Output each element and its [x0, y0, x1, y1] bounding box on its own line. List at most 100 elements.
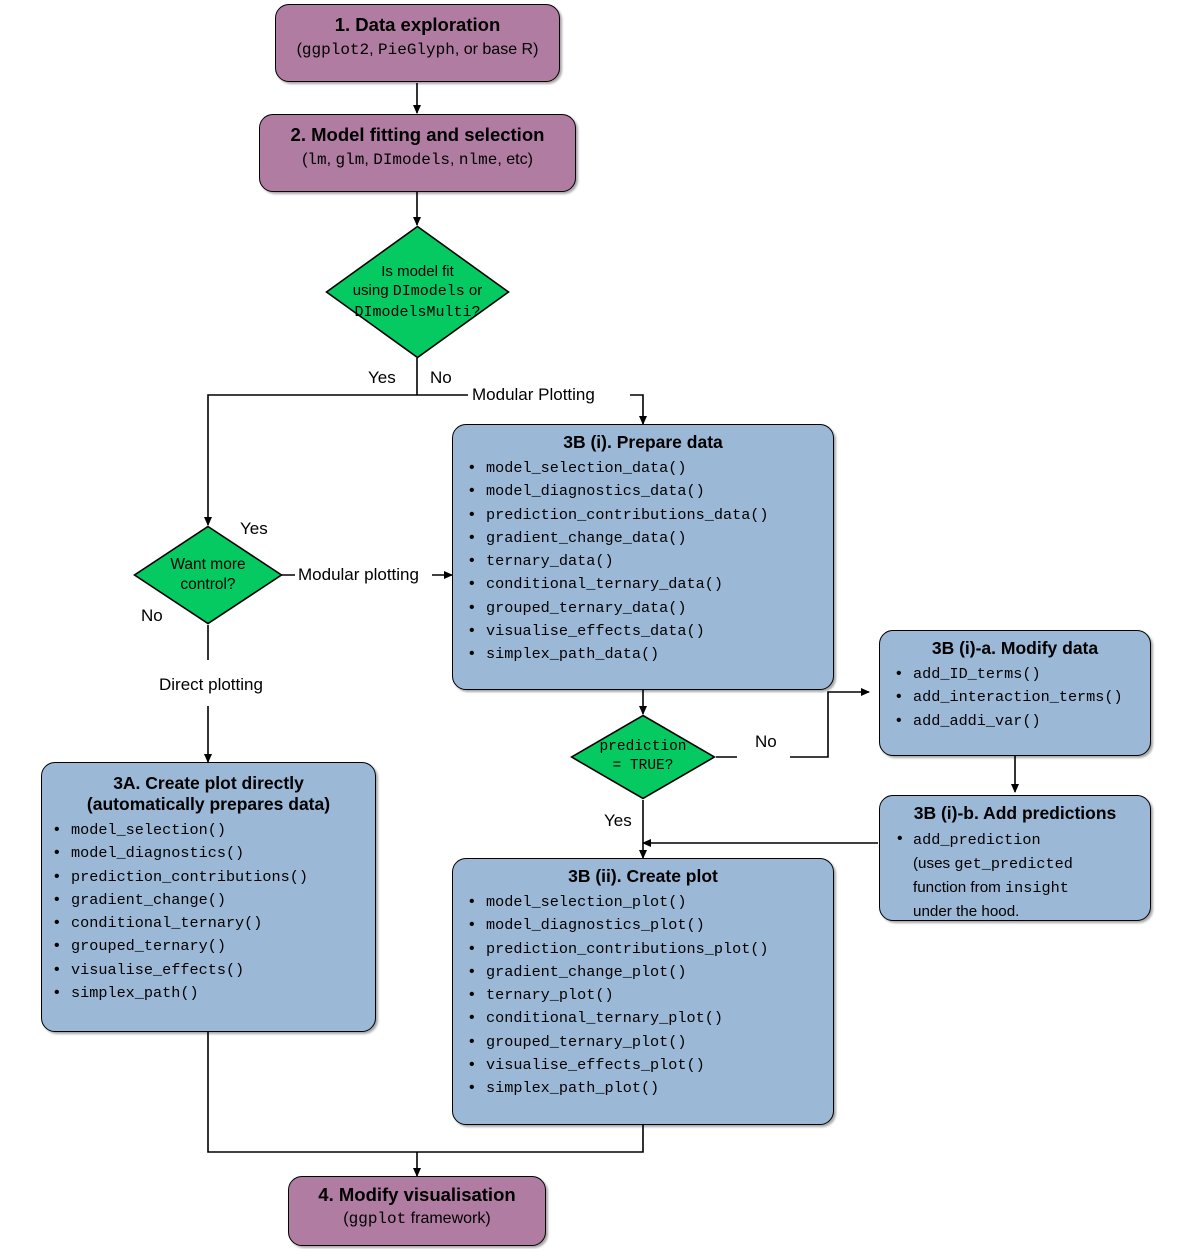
framework-text: framework) [406, 1209, 491, 1227]
decision-prediction-line2: = TRUE? [612, 758, 674, 774]
node-model-fitting[interactable]: 2. Model fitting and selection (lm, glm,… [259, 114, 576, 192]
node-create-plot-directly[interactable]: 3A. Create plot directly (automatically … [41, 762, 376, 1032]
decision-model-fit[interactable]: Is model fit using DImodels or DImodelsM… [325, 225, 510, 359]
modify-data-list: add_ID_terms() add_interaction_terms() a… [880, 662, 1150, 733]
decision-want-control[interactable]: Want more control? [133, 525, 283, 625]
prepare-data-title: 3B (i). Prepare data [563, 432, 723, 452]
uses-text: (uses [913, 855, 955, 872]
create-plot-directly-title-line1: 3A. Create plot directly [113, 773, 304, 793]
create-plot-list: model_selection_plot() model_diagnostics… [453, 890, 833, 1101]
create-plot-directly-title: 3A. Create plot directly (automatically … [46, 773, 371, 815]
node-data-exploration[interactable]: 1. Data exploration (ggplot2, PieGlyph, … [275, 4, 560, 82]
pkg-insight: insight [1005, 879, 1069, 897]
decision-model-fit-line2b: DImodels [392, 283, 465, 301]
pkg-lm: lm [307, 150, 327, 169]
node-modify-data[interactable]: 3B (i)-a. Modify data add_ID_terms() add… [879, 630, 1151, 756]
node-add-predictions[interactable]: 3B (i)-b. Add predictions • add_predicti… [879, 795, 1151, 921]
list-item: gradient_change_plot() [469, 960, 827, 984]
list-item: grouped_ternary_plot() [469, 1030, 827, 1054]
sep-2: , [364, 150, 374, 168]
decision-model-fit-line1: Is model fit [381, 263, 454, 281]
node-create-plot[interactable]: 3B (ii). Create plot model_selection_plo… [452, 858, 834, 1125]
list-item: grouped_ternary_data() [469, 596, 827, 620]
pkg-glm: glm [335, 150, 365, 169]
add-predictions-title: 3B (i)-b. Add predictions [913, 803, 1117, 823]
list-item: model_selection() [54, 818, 369, 842]
modify-data-title: 3B (i)-a. Modify data [931, 638, 1099, 658]
decision-model-fit-line2a: using [352, 282, 393, 300]
list-item: ternary_plot() [469, 983, 827, 1007]
modify-visualisation-title: 4. Modify visualisation [318, 1184, 516, 1205]
list-item: add_interaction_terms() [896, 685, 1144, 709]
node-modify-visualisation[interactable]: 4. Modify visualisation (ggplot framewor… [288, 1176, 546, 1246]
list-item: gradient_change_data() [469, 526, 827, 550]
decision-want-control-line1: Want more [170, 556, 246, 574]
edge-label-no-model-fit: No [430, 368, 452, 388]
sep-3: , [450, 150, 459, 168]
function-from-text: function from [913, 879, 1006, 896]
sep-1: , [326, 150, 336, 168]
create-plot-title: 3B (ii). Create plot [568, 866, 718, 886]
list-item: model_diagnostics() [54, 841, 369, 865]
list-item: add_ID_terms() [896, 662, 1144, 686]
add-predictions-body: • add_prediction (uses get_predicted fun… [880, 828, 1150, 923]
paren-open: ( [343, 1209, 349, 1227]
list-item: ternary_data() [469, 549, 827, 573]
diamond-shape [133, 525, 283, 625]
fn-add-prediction: add_prediction [913, 831, 1041, 849]
edge-create-directly-to-bus [207, 1032, 417, 1153]
edge-label-modular-plotting-upper: Modular Plotting [470, 385, 597, 405]
sep-1: , [369, 40, 379, 58]
bullet-icon: • [897, 830, 903, 847]
decision-prediction-label: prediction = TRUE? [570, 714, 716, 800]
list-item: grouped_ternary() [54, 934, 369, 958]
list-item: visualise_effects_data() [469, 619, 827, 643]
edge-create-plot-to-bus [417, 1125, 644, 1153]
decision-model-fit-label: Is model fit using DImodels or DImodelsM… [325, 225, 510, 359]
decision-prediction[interactable]: prediction = TRUE? [569, 714, 717, 800]
pkg-pieglyph: PieGlyph [378, 40, 455, 59]
create-plot-directly-title-line2: (automatically prepares data) [86, 794, 331, 814]
diamond-shape [569, 714, 717, 800]
decision-want-control-label: Want more control? [133, 525, 283, 625]
model-fitting-title: 2. Model fitting and selection [290, 124, 545, 145]
fn-get-predicted: get_predicted [954, 855, 1073, 873]
modify-visualisation-subtitle: (ggplot framework) [289, 1209, 545, 1229]
list-item: conditional_ternary_data() [469, 572, 827, 596]
model-fitting-subtitle: (lm, glm, DImodels, nlme, etc) [260, 150, 575, 170]
edge-label-modular-plotting-lower: Modular plotting [296, 565, 421, 585]
list-item: prediction_contributions_plot() [469, 937, 827, 961]
edge-label-direct-plotting: Direct plotting [156, 675, 266, 695]
pkg-nlme: nlme [458, 150, 498, 169]
list-item: simplex_path() [54, 981, 369, 1005]
edge-label-yes-want-control: Yes [240, 519, 268, 539]
sep-2: , or base R) [454, 40, 539, 58]
decision-model-fit-line3: DImodelsMulti? [354, 303, 481, 321]
list-item: prediction_contributions_data() [469, 503, 827, 527]
list-item: model_diagnostics_plot() [469, 913, 827, 937]
list-item: add_addi_var() [896, 709, 1144, 733]
list-item: conditional_ternary_plot() [469, 1006, 827, 1030]
paren-open: ( [296, 40, 302, 58]
paren-open: ( [302, 150, 308, 168]
decision-want-control-line2: control? [180, 576, 236, 593]
list-item: visualise_effects() [54, 958, 369, 982]
data-exploration-subtitle: (ggplot2, PieGlyph, or base R) [276, 40, 559, 60]
pkg-dimodels: DImodels [373, 150, 451, 169]
edge-label-no-want-control: No [141, 606, 163, 626]
list-item: prediction_contributions() [54, 865, 369, 889]
create-plot-directly-list: model_selection() model_diagnostics() pr… [42, 818, 375, 1005]
edge-yes-to-want-control [204, 394, 417, 526]
node-prepare-data[interactable]: 3B (i). Prepare data model_selection_dat… [452, 424, 834, 690]
edge-no-to-prepare-data [630, 394, 647, 425]
decision-prediction-line1: prediction [599, 739, 687, 756]
edge-label-yes-model-fit: Yes [368, 368, 396, 388]
list-item: model_diagnostics_data() [469, 479, 827, 503]
pkg-ggplot2: ggplot2 [301, 40, 370, 59]
list-item: visualise_effects_plot() [469, 1053, 827, 1077]
list-item: model_selection_plot() [469, 890, 827, 914]
list-item: model_selection_data() [469, 456, 827, 480]
list-item: simplex_path_data() [469, 642, 827, 666]
list-item: conditional_ternary() [54, 911, 369, 935]
